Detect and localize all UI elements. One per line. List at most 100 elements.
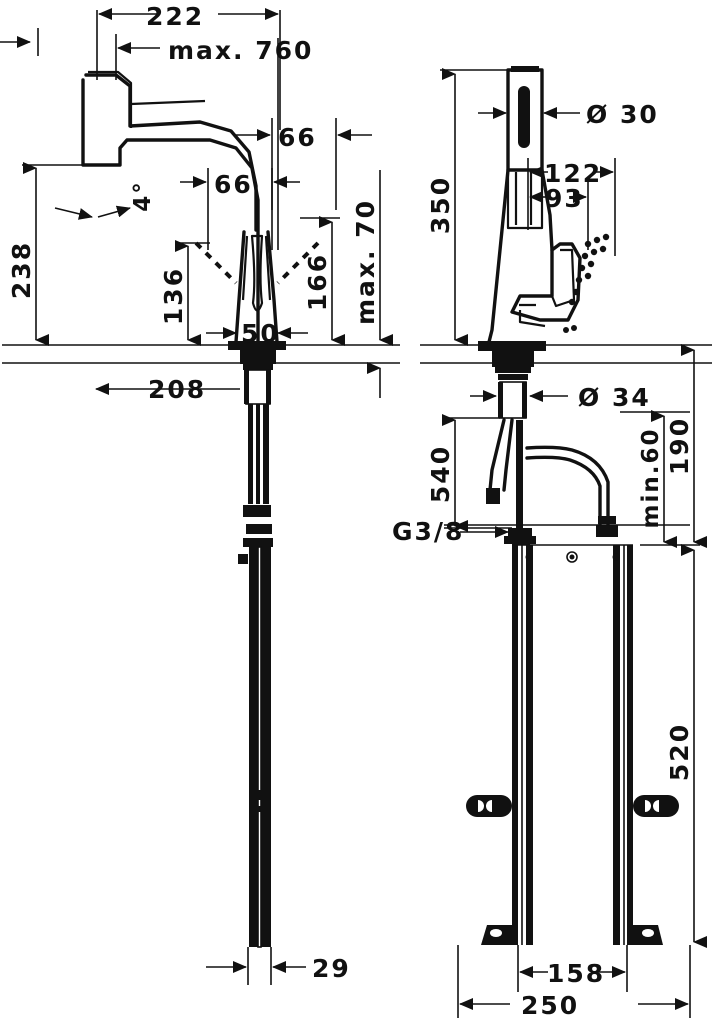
pullout-hose-right [488, 418, 506, 492]
spray-head-right [510, 242, 582, 322]
flex-hose-ferrule-right [598, 516, 616, 524]
dim-158: 158 [517, 945, 628, 992]
dim-158-label: 158 [547, 959, 605, 988]
base-washer-right [495, 367, 531, 373]
pullout-hose2-right [502, 418, 514, 492]
box-foot-right-hole [642, 929, 654, 937]
hose-shaft-left-a [249, 547, 258, 947]
box-latch-left [466, 795, 512, 817]
box-wall-left-inner [526, 545, 533, 945]
dim-50: 50 [206, 319, 308, 348]
dim-min60-label: min.60 [638, 428, 664, 529]
dim-250-label: 250 [521, 991, 579, 1020]
supply-tube-right [516, 420, 523, 535]
hose-clip-left [238, 554, 248, 564]
spray-head-left [234, 230, 279, 344]
spray-head-inner-left [250, 234, 264, 312]
dim-max70: max. 70 [351, 170, 393, 398]
dim-66-lower-label: 66 [214, 170, 253, 199]
hose-weight-right [486, 488, 500, 504]
faucet-neck-joint-left [130, 99, 206, 106]
box-hole-left [525, 553, 533, 561]
dim-66-upper-label: 66 [278, 123, 317, 152]
dim-222: 222 [96, 2, 281, 130]
dim-520: 520 [640, 544, 707, 948]
shank-edge-l [244, 370, 249, 404]
under-sink-box [466, 544, 679, 945]
hose-left-strand-a [248, 404, 253, 504]
dim-93-label: 93 [545, 184, 584, 213]
dim-166: 166 [300, 216, 345, 346]
box-wall-right-inner [613, 545, 620, 945]
dim-520-label: 520 [665, 723, 694, 781]
dim-66-upper: 66 [236, 118, 372, 210]
hose-connector-lower-left [243, 538, 273, 547]
handle-slot-right [518, 86, 530, 148]
dim-29: 29 [206, 947, 351, 985]
dim-222-label: 222 [146, 2, 204, 31]
dim-angle-4deg: 4° [54, 180, 156, 220]
flex-hose-right [525, 445, 610, 530]
dim-540: 540 [426, 414, 512, 532]
hose-left-strand-b [256, 404, 260, 504]
dim-122-label: 122 [544, 159, 602, 188]
hose-left-strand-c [263, 404, 269, 504]
dim-diameter-30: Ø 30 [478, 100, 659, 129]
box-hole-center [566, 551, 578, 563]
dim-max70-label: max. 70 [351, 199, 380, 325]
dim-208-label: 208 [148, 375, 206, 404]
box-wall-right-outer [627, 545, 633, 945]
base-escutcheon-left [228, 341, 286, 350]
dim-d34-label: Ø 34 [578, 383, 651, 412]
dim-350-label: 350 [426, 176, 455, 234]
dim-350: 350 [426, 68, 508, 346]
hose-marker-left [249, 790, 271, 800]
faucet-body-right [486, 168, 554, 348]
flex-hose-nut-right [596, 525, 618, 537]
dim-50-label: 50 [241, 319, 280, 348]
box-foot-left-hole [490, 929, 502, 937]
box-hole-center-core [569, 554, 575, 560]
dim-diameter-34: Ø 34 [470, 383, 651, 412]
dim-238-label: 238 [7, 241, 36, 299]
left-view-front-elevation: 222 max. 760 66 [0, 2, 400, 985]
hose-shaft-left-b [261, 547, 271, 947]
dim-min60: min.60 [620, 410, 690, 548]
dim-136: 136 [159, 240, 210, 346]
dim-250: 250 [457, 945, 691, 1020]
swivel-arc-left-a [194, 241, 238, 285]
hose-marker2-left [249, 806, 271, 812]
box-hole-right [612, 553, 620, 561]
body-upper-block-right [506, 168, 544, 230]
dim-66-lower: 66 [180, 168, 300, 250]
shank-edge-right-l [498, 382, 503, 418]
spray-head-inner-right [550, 248, 576, 308]
callout-g38-label: G3/8 [392, 517, 464, 546]
valve-flange-left-right [504, 536, 536, 544]
spray-outlet-right [518, 310, 546, 328]
spray-head-outline2-left [241, 235, 272, 301]
dim-d30-label: Ø 30 [586, 100, 659, 129]
base-nut-right [498, 374, 528, 380]
dim-93: 93 [529, 178, 589, 250]
spray-pattern-right [563, 233, 610, 333]
dim-29-label: 29 [312, 954, 351, 983]
hose-connector-mid-left [246, 524, 272, 534]
handle-cap-right [511, 66, 539, 72]
hose-connector-upper-left [243, 505, 271, 517]
faucet-handle-lever-left [88, 70, 133, 128]
base-collar-left [240, 350, 276, 364]
right-view-side-elevation: Ø 30 122 93 350 [392, 66, 712, 1020]
dim-136-label: 136 [159, 267, 188, 325]
box-latch-right [633, 795, 679, 817]
shank-edge-r [266, 370, 271, 404]
dim-122: 122 [527, 158, 616, 256]
dim-max760-label: max. 760 [168, 36, 313, 65]
dim-190-label: 190 [665, 417, 694, 475]
callout-g38: G3/8 [392, 517, 690, 546]
box-wall-left-outer [512, 545, 518, 945]
shank-edge-right-r [522, 382, 527, 418]
dim-208: 208 [95, 375, 240, 404]
